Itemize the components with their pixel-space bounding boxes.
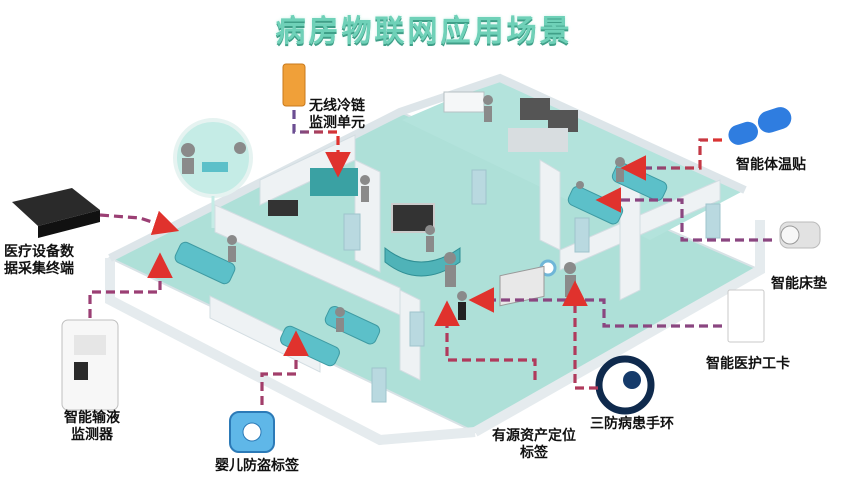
door-4 [574, 217, 590, 253]
door-2 [409, 311, 425, 347]
cold-storage-cabinet [310, 168, 358, 196]
wall-panel [268, 200, 298, 216]
upper-room-desk [508, 128, 568, 152]
infusion-monitor-device [61, 319, 119, 411]
patient-wristband-device [595, 355, 655, 415]
outer-wall-right [472, 220, 765, 437]
label-temp-patch: 智能体温贴 [736, 157, 806, 173]
link-temp-patch [620, 138, 722, 181]
nurse-station-desk [384, 246, 461, 277]
temp-patch-device [728, 107, 792, 145]
terminal-device [12, 188, 100, 238]
link-cold-chain [292, 110, 351, 178]
label-infusion: 智能输液 监测器 [64, 410, 120, 443]
cold-chain-unit-device [282, 63, 306, 107]
label-staff-card: 智能医护工卡 [706, 356, 790, 372]
room-wall-8 [619, 174, 641, 301]
label-infant-tag: 婴儿防盗标签 [215, 458, 299, 474]
link-patient-band [562, 280, 598, 390]
connection-lines [88, 110, 772, 405]
label-patient-band: 三防病患手环 [590, 416, 674, 432]
label-terminal: 医疗设备数 据采集终端 [4, 244, 74, 277]
label-cold-chain: 无线冷链 监测单元 [309, 98, 365, 131]
link-terminal [99, 210, 180, 236]
infant-tag-device [229, 411, 275, 453]
room-wall-6 [539, 159, 561, 251]
outer-wall-left [105, 258, 476, 446]
smart-bed-pad-device [779, 221, 821, 249]
link-asset-tag [434, 300, 537, 380]
door-6 [371, 367, 387, 403]
link-staff-card [468, 287, 722, 328]
label-bed-pad: 智能床垫 [771, 276, 827, 292]
door-5 [705, 203, 721, 239]
bed-left-room [174, 241, 236, 285]
label-asset-tag: 有源资产定位 标签 [492, 428, 576, 461]
link-bed-pad [595, 187, 772, 242]
door-3 [471, 169, 487, 205]
upper-room-monitor-1 [520, 98, 550, 120]
upper-room-whiteboard [443, 91, 485, 113]
upper-room-monitor-2 [548, 110, 578, 132]
link-infusion [88, 252, 173, 318]
diagram-title: 病房物联网应用场景 [275, 14, 573, 49]
door-1 [343, 213, 361, 251]
link-infant [260, 330, 309, 405]
staff-card-device [727, 289, 765, 343]
